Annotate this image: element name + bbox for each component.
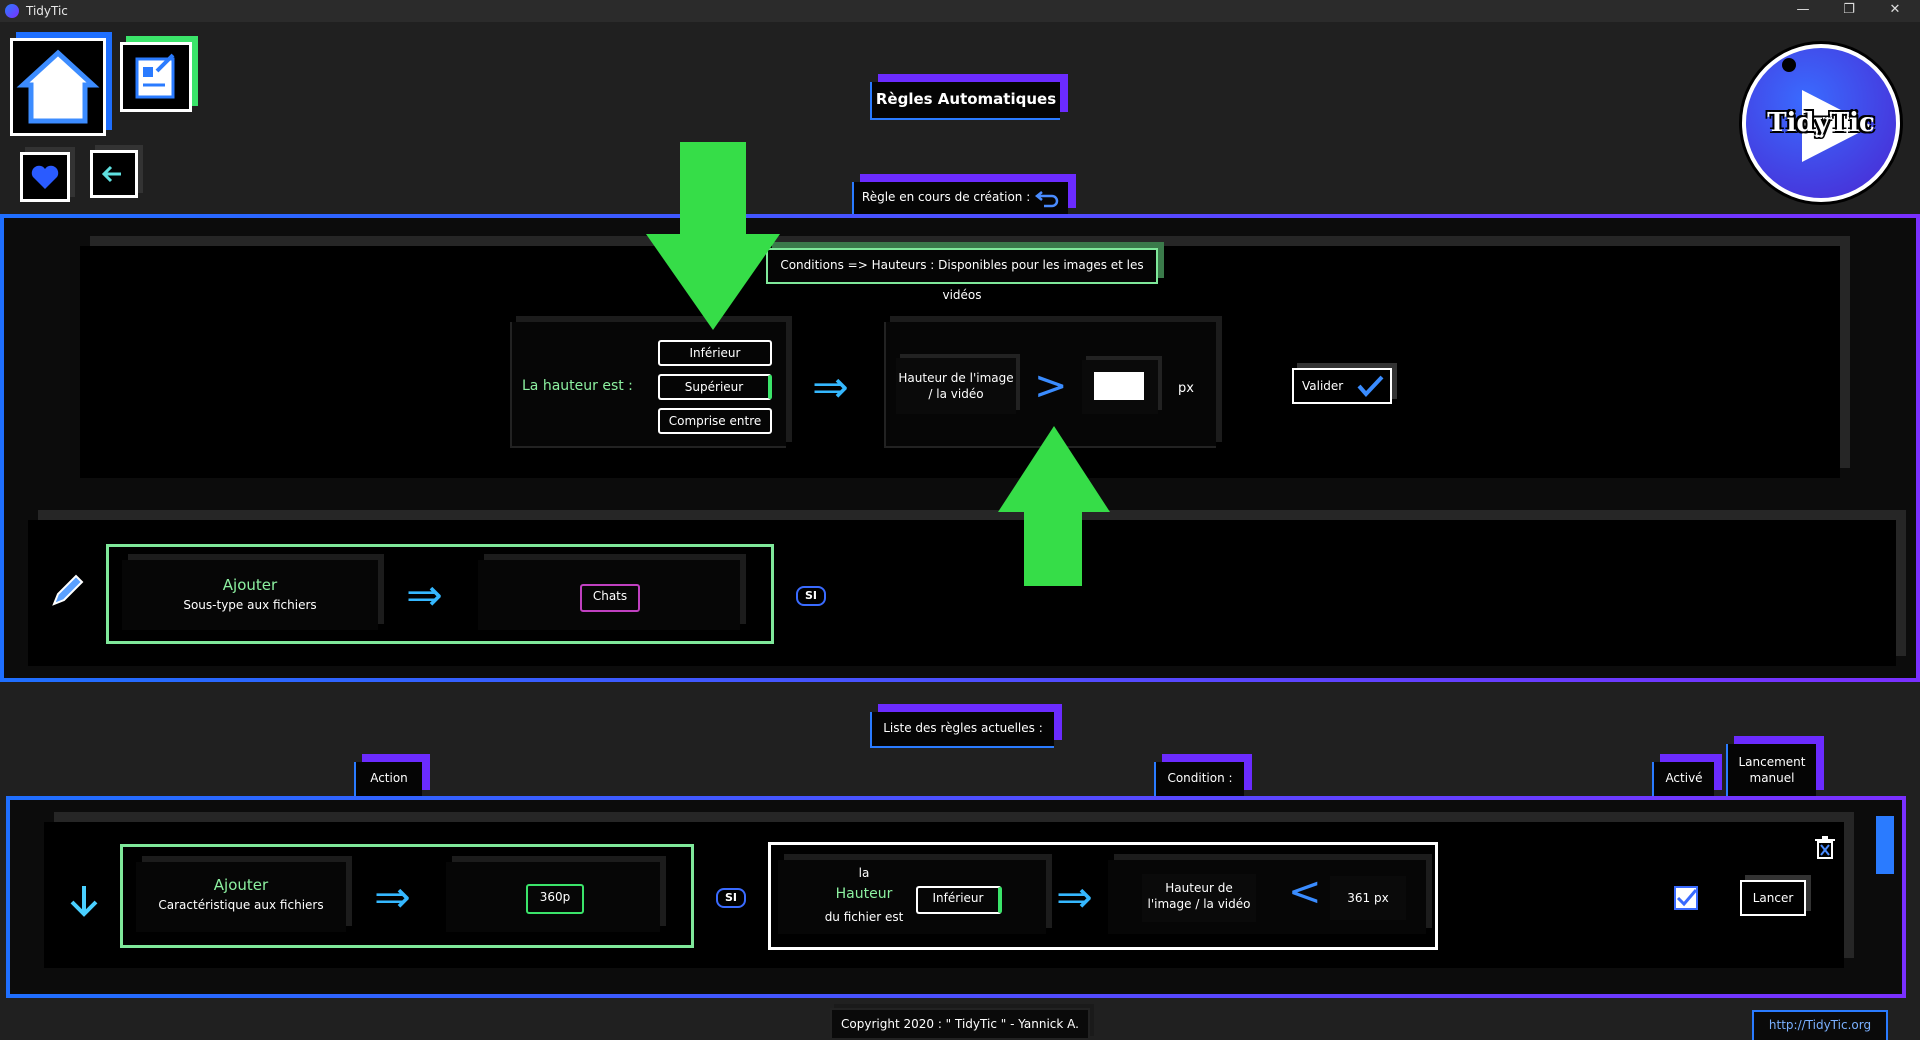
creation-tab-label: Règle en cours de création : bbox=[861, 190, 1031, 204]
annotation-arrow-down-head bbox=[646, 234, 780, 330]
si-badge: SI bbox=[796, 586, 826, 606]
column-condition: Condition : bbox=[1154, 762, 1244, 798]
annotation-arrow-up-shaft bbox=[1024, 508, 1082, 586]
cond-value: 361 px bbox=[1330, 876, 1406, 920]
copyright: Copyright 2020 : " TidyTic " - Yannick A… bbox=[830, 1008, 1090, 1040]
rules-icon bbox=[135, 53, 175, 99]
home-button[interactable] bbox=[10, 38, 106, 136]
validate-button[interactable]: Valider bbox=[1292, 368, 1392, 404]
row-action-title: Ajouter bbox=[213, 876, 269, 894]
app-icon bbox=[5, 4, 19, 18]
minimize-button[interactable]: — bbox=[1796, 2, 1810, 17]
action-sub: Sous-type aux fichiers bbox=[183, 598, 317, 612]
checkmark-icon bbox=[1357, 375, 1384, 397]
heart-icon bbox=[31, 165, 59, 189]
arrow-left-icon bbox=[101, 165, 121, 183]
option-superieur[interactable]: Supérieur bbox=[658, 374, 772, 400]
maximize-button[interactable]: ❐ bbox=[1843, 2, 1855, 17]
option-comprise-entre[interactable]: Comprise entre bbox=[658, 408, 772, 434]
height-label: La hauteur est : bbox=[522, 378, 633, 394]
column-manual-launch: Lancement manuel bbox=[1726, 744, 1816, 798]
list-tab: Liste des règles actuelles : bbox=[870, 712, 1054, 748]
logo: TidyTic bbox=[1742, 44, 1900, 202]
value-box bbox=[1082, 360, 1158, 414]
conditions-label: Conditions => Hauteurs : Disponibles pou… bbox=[766, 248, 1158, 302]
undo-icon[interactable] bbox=[1034, 188, 1060, 208]
row-si-badge: SI bbox=[716, 888, 746, 908]
arrow-down-icon[interactable] bbox=[64, 880, 104, 920]
page-title: Règles Automatiques bbox=[870, 82, 1060, 120]
row-tag-box: 360p bbox=[446, 862, 660, 932]
action-title: Ajouter bbox=[222, 576, 278, 594]
option-inferieur[interactable]: Inférieur bbox=[658, 340, 772, 366]
double-arrow-right-icon: ⇒ bbox=[1056, 872, 1093, 923]
active-checkbox[interactable] bbox=[1672, 884, 1700, 912]
cond-hauteur: Hauteur bbox=[835, 886, 893, 902]
comparator-icon: > bbox=[1034, 363, 1068, 409]
row-condition-box: la Hauteur du fichier est Inférieur bbox=[778, 860, 1046, 934]
row-tag: 360p bbox=[526, 884, 584, 914]
cond-fichier: du fichier est bbox=[824, 910, 904, 924]
cond-operator: Inférieur bbox=[916, 886, 1002, 914]
value-input[interactable] bbox=[1094, 372, 1144, 400]
row-action-box: Ajouter Caractéristique aux fichiers bbox=[136, 862, 346, 932]
cond-la: la bbox=[858, 866, 870, 880]
validate-label: Valider bbox=[1302, 379, 1344, 393]
tag-box: Chats bbox=[478, 560, 740, 630]
column-action: Action bbox=[354, 762, 422, 798]
creation-tab: Règle en cours de création : bbox=[852, 182, 1068, 216]
title-bar: TidyTic — ❐ ✕ bbox=[0, 0, 1920, 22]
scrollbar-thumb[interactable] bbox=[1876, 816, 1894, 874]
rules-button[interactable] bbox=[120, 42, 192, 112]
pencil-icon[interactable] bbox=[48, 570, 88, 610]
annotation-arrow-up-head bbox=[998, 426, 1110, 512]
back-button[interactable] bbox=[90, 150, 138, 198]
double-arrow-right-icon: ⇒ bbox=[374, 872, 411, 923]
logo-text: TidyTic bbox=[1767, 108, 1875, 138]
window-title: TidyTic bbox=[26, 4, 68, 18]
unit-label: px bbox=[1178, 381, 1194, 396]
home-icon bbox=[16, 49, 100, 124]
cond-target: Hauteur de l'image / la vidéo bbox=[1142, 874, 1256, 922]
target-label: Hauteur de l'image / la vidéo bbox=[896, 358, 1016, 414]
cond-comparator-icon: < bbox=[1288, 869, 1322, 915]
close-button[interactable]: ✕ bbox=[1889, 2, 1901, 17]
trash-icon[interactable] bbox=[1810, 832, 1840, 862]
row-action-sub: Caractéristique aux fichiers bbox=[158, 898, 324, 912]
launch-button[interactable]: Lancer bbox=[1740, 880, 1806, 916]
action-box: Ajouter Sous-type aux fichiers bbox=[122, 560, 378, 630]
tag-chats: Chats bbox=[580, 584, 640, 612]
double-arrow-right-icon: ⇒ bbox=[406, 570, 443, 621]
favorites-button[interactable] bbox=[20, 152, 70, 202]
website-link[interactable]: http://TidyTic.org bbox=[1752, 1010, 1888, 1040]
annotation-arrow-down-shaft bbox=[680, 142, 746, 240]
double-arrow-right-icon: ⇒ bbox=[812, 362, 849, 413]
column-active: Activé bbox=[1652, 762, 1714, 798]
row-target-box: Hauteur de l'image / la vidéo < 361 px bbox=[1108, 860, 1426, 934]
